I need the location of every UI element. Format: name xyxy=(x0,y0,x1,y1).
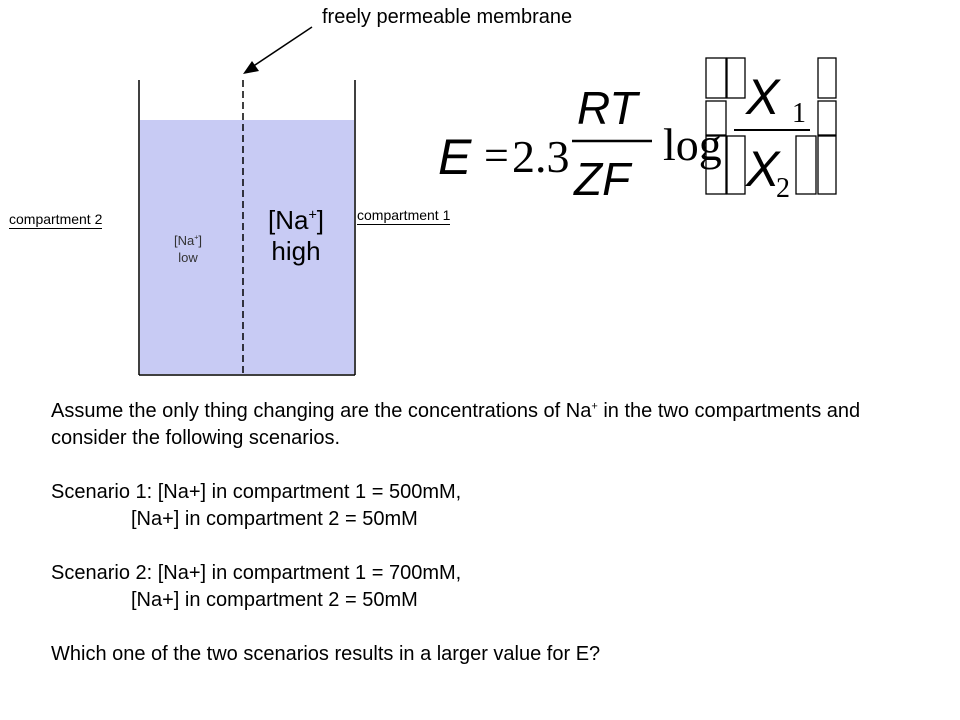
na-low-bracket: ] xyxy=(198,233,203,248)
na-high-label: [Na+] high xyxy=(248,205,344,267)
eq-coefficient: 2.3 xyxy=(512,131,570,182)
eq-x2-var: X xyxy=(745,141,781,197)
question-prompt: Which one of the two scenarios results i… xyxy=(51,643,601,665)
eq-x2-sub: 2 xyxy=(776,173,790,204)
na-low-charge: + xyxy=(194,233,199,242)
eq-x1-var: X xyxy=(745,69,781,125)
scenario2-line1: Scenario 2: [Na+] in compartment 1 = 700… xyxy=(51,562,462,584)
compartment1-label: compartment 1 xyxy=(357,207,451,225)
na-low-label: [Na+] low xyxy=(150,232,226,266)
eq-x1-sub: 1 xyxy=(792,98,806,129)
na-low-level: low xyxy=(178,250,198,265)
eq-denominator: ZF xyxy=(573,153,633,205)
question-intro-text: Assume the only thing changing are the c… xyxy=(51,400,592,422)
placeholder-boxes xyxy=(705,57,837,195)
question-block: Assume the only thing changing are the c… xyxy=(51,398,931,668)
eq-lhs: E xyxy=(438,129,472,185)
question-intro: Assume the only thing changing are the c… xyxy=(51,398,931,452)
membrane-arrow xyxy=(248,26,313,70)
scenario1-line2: [Na+] in compartment 2 = 50mM xyxy=(131,508,418,530)
eq-equals: = xyxy=(484,131,509,180)
na-low-species: [Na xyxy=(173,233,195,248)
membrane-label: freely permeable membrane xyxy=(322,6,573,28)
na-high-level: high xyxy=(271,236,321,266)
scenario2-line2: [Na+] in compartment 2 = 50mM xyxy=(131,589,418,611)
eq-log: log xyxy=(663,119,722,170)
na-high-charge: + xyxy=(308,207,317,224)
arrowhead-icon xyxy=(243,61,259,74)
scenario1-line1: Scenario 1: [Na+] in compartment 1 = 500… xyxy=(51,481,462,503)
na-high-species: [Na xyxy=(267,205,309,235)
na-high-bracket: ] xyxy=(316,205,325,235)
question-intro-charge: + xyxy=(591,400,598,413)
compartment2-label: compartment 2 xyxy=(9,211,103,229)
eq-numerator: RT xyxy=(577,82,640,134)
beaker-liquid xyxy=(140,120,354,374)
question-intro-end: in the two compartments and consider the… xyxy=(51,400,861,449)
